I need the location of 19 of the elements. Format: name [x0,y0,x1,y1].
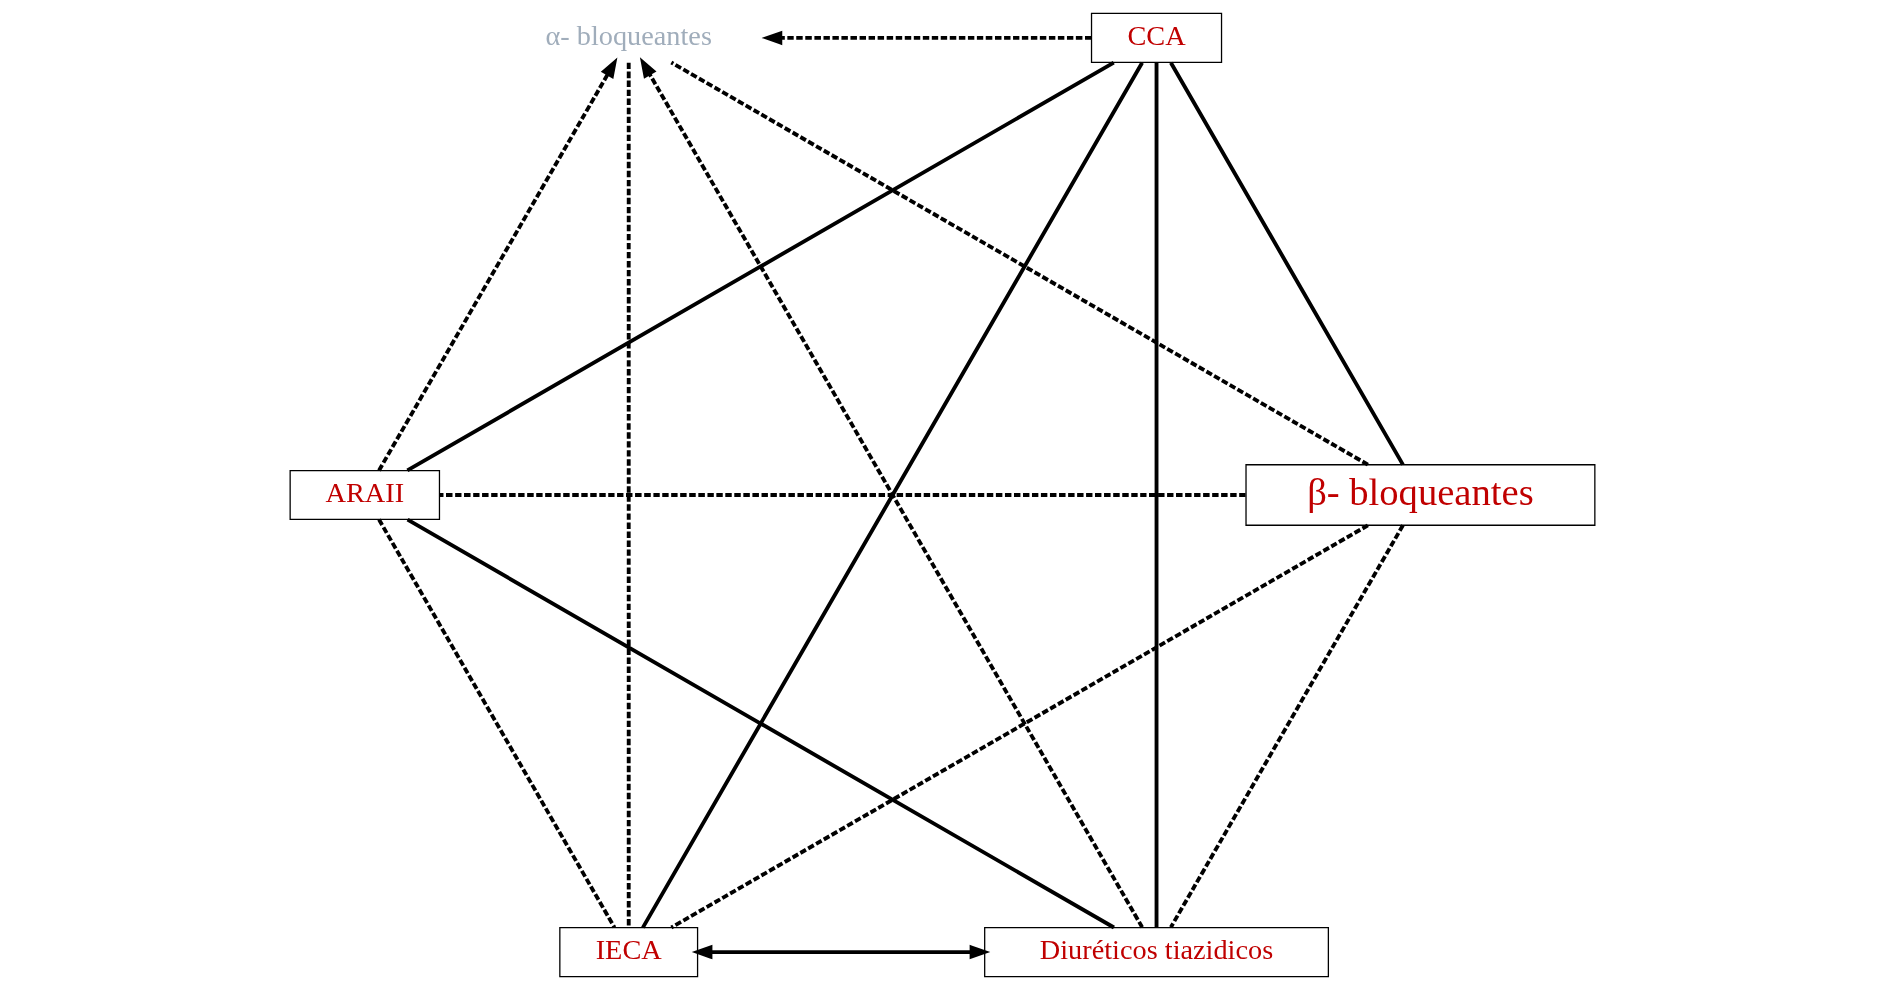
arrow [761,30,1092,46]
connector [1154,62,1159,928]
connector [670,60,1369,467]
connector [1169,61,1405,466]
node-text: α- bloqueantes [545,20,712,52]
node-box: ARAII [289,469,441,521]
connector [626,62,631,928]
connector [1169,524,1405,929]
node-box: Diuréticos tiazidicos [984,927,1329,978]
connector [439,493,1246,497]
connector [670,523,1369,930]
connector [377,518,617,929]
connector [406,60,1115,473]
arrow [691,944,991,960]
node-box: IECA [559,927,699,978]
arrow [377,57,618,472]
connector [406,518,1115,930]
node-box: β- bloqueantes [1245,464,1596,526]
node-box: CCA [1090,12,1223,63]
